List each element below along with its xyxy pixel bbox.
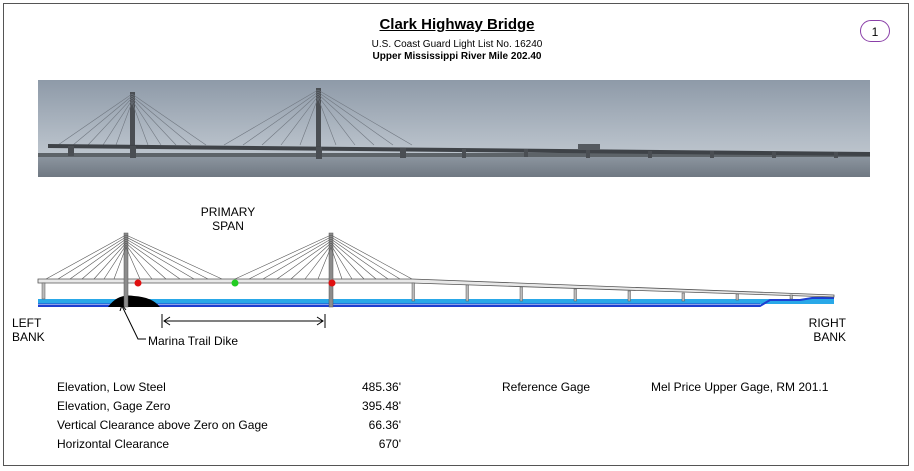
reference-gage-value: Mel Price Upper Gage, RM 201.1: [651, 380, 829, 394]
green-light-center: [231, 279, 239, 287]
dike-leader-line: [121, 305, 146, 340]
low-steel-label: Elevation, Low Steel: [57, 380, 166, 394]
vertical-clearance-label: Vertical Clearance above Zero on Gage: [57, 418, 268, 432]
red-light-left: [134, 279, 142, 287]
river-water: [38, 299, 834, 304]
marina-trail-dike-label: Marina Trail Dike: [148, 334, 239, 348]
horizontal-clearance-label: Horizontal Clearance: [57, 437, 170, 451]
bridge-deck: [37, 278, 835, 298]
gage-zero-value: 395.48': [362, 399, 401, 413]
marina-trail-dike: [108, 295, 160, 307]
page-number-badge: 1: [860, 20, 890, 42]
horizontal-clearance-value: 670': [378, 437, 401, 451]
reference-gage-label: Reference Gage: [502, 380, 591, 394]
bridge-photo: [38, 80, 870, 177]
water-line: [38, 297, 834, 307]
bridge-elevation-diagram: [37, 232, 835, 340]
horizontal-clearance-arrow: [161, 314, 326, 328]
gage-zero-label: Elevation, Gage Zero: [57, 399, 171, 413]
red-light-right: [328, 279, 336, 287]
river-mile: Upper Mississippi River Mile 202.40: [372, 51, 542, 62]
right-tower: [328, 232, 334, 308]
left-tower: [123, 232, 129, 308]
light-list-number: U.S. Coast Guard Light List No. 16240: [371, 39, 543, 50]
page-frame: [3, 3, 909, 466]
vertical-clearance-value: 66.36': [368, 418, 401, 432]
bridge-title: Clark Highway Bridge: [379, 16, 535, 33]
low-steel-value: 485.36': [362, 380, 401, 394]
